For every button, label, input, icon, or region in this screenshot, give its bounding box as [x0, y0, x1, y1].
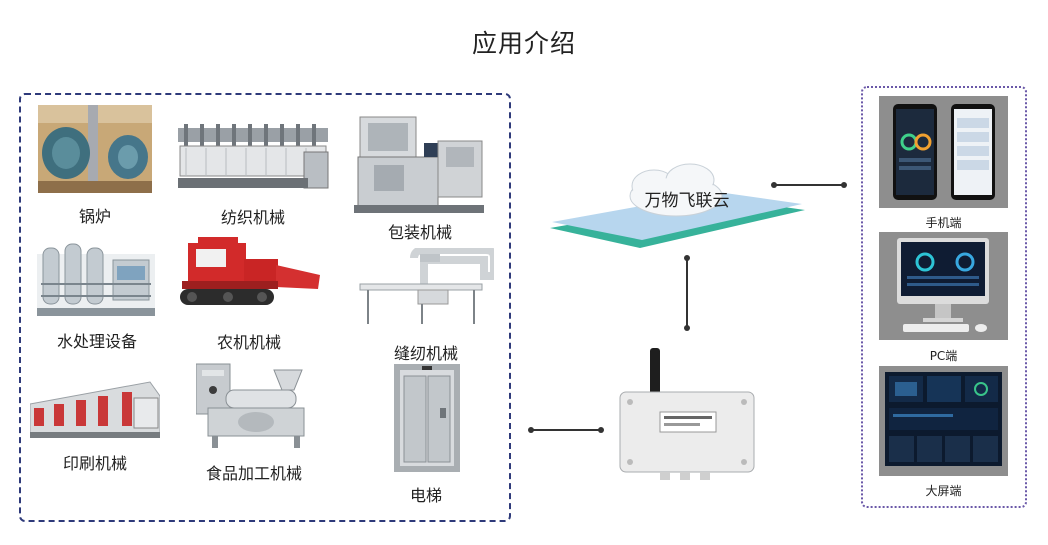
connector-dot: [771, 182, 777, 188]
pc-screen-card: [879, 232, 1008, 340]
bigscreen-card: [879, 366, 1008, 476]
pc-monitor-image: [879, 232, 1008, 340]
cloud-devices-connector: [774, 184, 844, 186]
connector-dot: [528, 427, 534, 433]
machine-label: 水处理设备: [56, 332, 137, 351]
machine-printing: 印刷机械: [30, 378, 160, 474]
sewing-machine-image: [359, 248, 494, 324]
cloud-platform: [550, 163, 805, 248]
food-processing-image: [196, 363, 305, 448]
machine-label: 包装机械: [387, 223, 452, 242]
gateway-device: [619, 348, 755, 480]
machine-boiler: 锅炉: [38, 105, 152, 226]
water-treatment-image: [37, 243, 155, 316]
big-screen-image: [879, 366, 1008, 476]
packaging-machine-image: [354, 116, 484, 213]
machines-gateway-connector: [531, 429, 601, 431]
connector-dot: [684, 255, 690, 261]
machine-label: 食品加工机械: [205, 464, 302, 483]
cloud-label: 万物飞联云: [644, 191, 730, 211]
machine-label: 印刷机械: [62, 454, 127, 473]
connector-dot: [598, 427, 604, 433]
machine-label: 锅炉: [78, 207, 111, 226]
machine-label: 电梯: [409, 486, 442, 505]
machine-sewing: 缝纫机械: [358, 248, 494, 363]
machine-agri: 农机机械: [178, 235, 320, 353]
machine-elevator: 电梯: [390, 364, 462, 505]
mobile-screen-card: [879, 96, 1008, 208]
mobile-phones-image: [879, 96, 1008, 208]
machine-label: 纺织机械: [220, 208, 285, 227]
machine-food: 食品加工机械: [196, 362, 312, 483]
machine-water: 水处理设备: [35, 240, 159, 352]
machine-label: 缝纫机械: [393, 344, 458, 363]
devices-group: [861, 86, 1027, 508]
elevator-image: [394, 364, 460, 472]
machine-label: 农机机械: [216, 333, 281, 352]
machine-textile: 纺织机械: [176, 124, 330, 228]
machines-group: [19, 93, 511, 522]
agricultural-machine-image: [180, 237, 320, 305]
device-label: 手机端: [925, 216, 962, 230]
page-title: 应用介绍: [471, 29, 576, 58]
printing-machine-image: [30, 381, 160, 438]
machine-packaging: 包装机械: [350, 115, 490, 242]
device-label: 大屏端: [925, 484, 962, 498]
textile-machine-image: [178, 124, 329, 189]
connector-dot: [841, 182, 847, 188]
boiler-image: [38, 105, 152, 193]
device-label: PC端: [929, 349, 958, 363]
connector-dot: [684, 325, 690, 331]
gateway-cloud-connector: [686, 258, 688, 328]
